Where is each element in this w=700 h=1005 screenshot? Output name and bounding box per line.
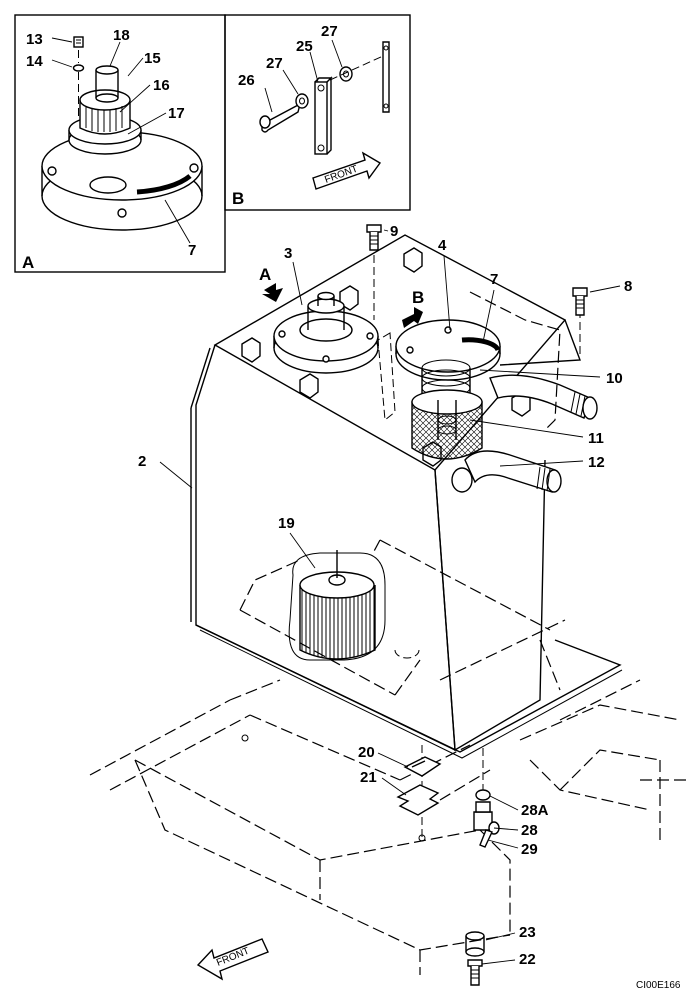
screw-13 xyxy=(73,36,84,48)
part-number-19: 19 xyxy=(278,515,295,532)
link-25 xyxy=(314,81,328,155)
view-label-a: A xyxy=(22,253,34,272)
valve-lever-29 xyxy=(479,829,493,848)
drawing-code: CI00E166 xyxy=(636,980,681,991)
tank-bracket-1 xyxy=(241,337,261,363)
part-number-16: 16 xyxy=(153,77,170,94)
filter-19 xyxy=(288,550,386,661)
part-number-22: 22 xyxy=(519,951,536,968)
part-number-12: 12 xyxy=(588,454,605,471)
return-pipe xyxy=(489,374,598,420)
part-number-28: 28 xyxy=(521,822,538,839)
tank-base-flange xyxy=(195,624,622,753)
tank-bracket-2 xyxy=(299,373,319,399)
part-number-18: 18 xyxy=(113,27,130,44)
part-number-28a: 28A xyxy=(521,802,549,819)
suction-pipe-12 xyxy=(451,450,562,493)
washer-27-right xyxy=(339,66,353,82)
part-number-17: 17 xyxy=(168,105,185,122)
bolt-8 xyxy=(572,287,588,316)
part-number-26: 26 xyxy=(238,72,255,89)
part-number-14: 14 xyxy=(26,53,43,70)
part-number-7-detail-a: 7 xyxy=(188,242,196,259)
bolt-22 xyxy=(467,959,483,986)
detail-view-a: 13 14 18 15 16 17 7 A xyxy=(14,14,226,273)
cover-assembly-4 xyxy=(395,319,501,381)
front-arrow-main: FRONT xyxy=(196,938,269,981)
machine-frame xyxy=(89,679,690,975)
part-number-4: 4 xyxy=(438,237,447,254)
front-arrow-b: FRONT xyxy=(312,151,382,190)
drain-valve xyxy=(473,789,500,848)
part-number-25: 25 xyxy=(296,38,313,55)
part-number-27-right: 27 xyxy=(321,23,338,40)
part-number-10: 10 xyxy=(606,370,623,387)
detail-b-frame xyxy=(224,14,411,211)
tank-bracket-4 xyxy=(403,247,423,273)
view-arrow-b xyxy=(402,307,423,328)
part-number-20: 20 xyxy=(358,744,375,761)
part-number-23: 23 xyxy=(519,924,536,941)
breather-cap xyxy=(95,65,119,75)
part-number-3: 3 xyxy=(284,245,292,262)
bolt-26 xyxy=(261,102,302,133)
part-number-9: 9 xyxy=(390,223,398,240)
hydraulic-tank xyxy=(190,234,623,840)
front-label-b: FRONT xyxy=(323,164,359,186)
detail-view-b: FRONT 26 27 25 27 B xyxy=(224,14,411,211)
part-number-11: 11 xyxy=(588,430,604,447)
bracket xyxy=(382,41,390,113)
view-arrow-a xyxy=(262,283,283,302)
washer-14 xyxy=(72,64,85,72)
part-number-15: 15 xyxy=(144,50,161,67)
tank-side-face xyxy=(434,459,546,752)
shim-20 xyxy=(403,756,442,777)
shim-21 xyxy=(396,784,440,816)
part-number-13: 13 xyxy=(26,31,43,48)
bolt-9 xyxy=(366,224,382,251)
part-number-7-main: 7 xyxy=(490,271,498,288)
part-number-27-left: 27 xyxy=(266,55,283,72)
cover-assembly-3 xyxy=(273,291,379,374)
part-number-29: 29 xyxy=(521,841,538,858)
view-label-b: B xyxy=(232,189,244,208)
washer-27-left xyxy=(295,93,309,109)
strainer-11 xyxy=(411,389,483,460)
view-marker-a: A xyxy=(259,265,271,284)
o-ring-28a xyxy=(475,789,491,801)
part-number-2: 2 xyxy=(138,453,146,470)
view-marker-b: B xyxy=(412,288,424,307)
packing-7-detail xyxy=(136,174,192,195)
spacer-23 xyxy=(465,931,485,957)
part-number-21: 21 xyxy=(360,769,377,786)
part-number-8: 8 xyxy=(624,278,632,295)
packing-7 xyxy=(461,337,501,352)
plate-hole xyxy=(89,176,127,194)
